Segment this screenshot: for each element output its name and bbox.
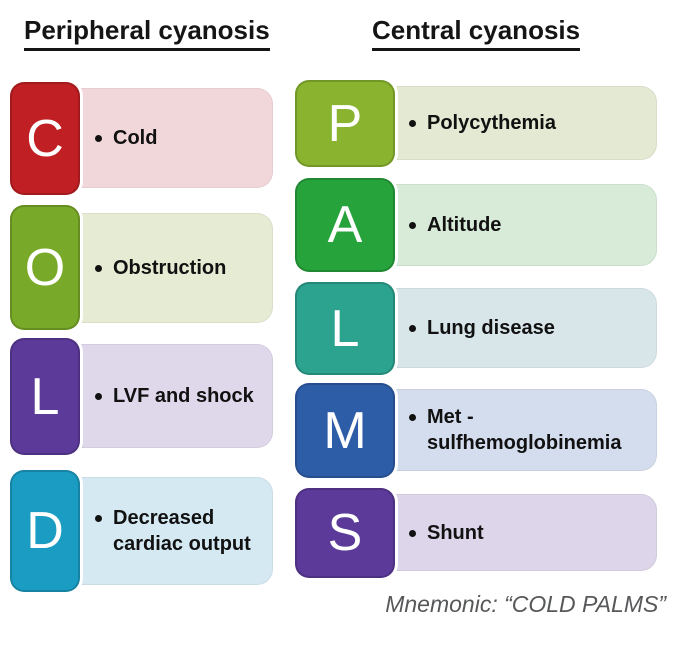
label-altitude: Altitude: [427, 214, 502, 236]
letter-p: P: [327, 94, 363, 153]
bullet-icon: [409, 529, 416, 537]
pill-lvf-and-shock: LVF and shock: [64, 344, 273, 448]
letter-block-l-central: L: [295, 282, 395, 375]
pill-polycythemia: Polycythemia: [378, 86, 657, 160]
label-decreased-cardiac-output: Decreased cardiac output: [113, 507, 251, 555]
letter-block-p: P: [295, 80, 395, 167]
label-lvf-and-shock: LVF and shock: [113, 385, 254, 407]
letter-a: A: [327, 196, 363, 254]
letter-c: C: [26, 109, 64, 168]
bullet-icon: [95, 393, 102, 400]
letter-block-d: D: [10, 470, 80, 592]
letter-d: D: [26, 502, 64, 560]
bullet-icon: [95, 265, 102, 272]
letter-m: M: [323, 401, 367, 460]
letter-o: O: [24, 238, 66, 297]
bullet-icon: [95, 135, 102, 142]
bullet-icon: [409, 414, 416, 421]
label-cold: Cold: [113, 127, 158, 149]
letter-s: S: [327, 504, 363, 562]
pill-met-sulfhemoglobinemia: Met - sulfhemoglobinemia: [378, 389, 657, 471]
letter-l: L: [30, 367, 60, 426]
letter-l-central: L: [330, 299, 360, 358]
pill-shunt: Shunt: [378, 494, 657, 571]
pill-cold: Cold: [64, 88, 273, 188]
central-cyanosis-title: Central cyanosis: [372, 15, 581, 51]
letter-block-s: S: [295, 488, 395, 578]
label-met-sulfhemoglobinemia: Met - sulfhemoglobinemia: [427, 406, 622, 454]
letter-block-c: C: [10, 82, 80, 195]
pill-altitude: Altitude: [378, 184, 657, 266]
peripheral-cyanosis-title: Peripheral cyanosis: [24, 15, 270, 51]
bullet-icon: [409, 325, 416, 332]
letter-block-m: M: [295, 383, 395, 478]
letter-block-l: L: [10, 338, 80, 455]
mnemonic-caption: Mnemonic: “COLD PALMS”: [385, 591, 666, 617]
pill-obstruction: Obstruction: [64, 213, 273, 323]
bullet-icon: [409, 120, 416, 127]
label-obstruction: Obstruction: [113, 257, 227, 279]
pill-decreased-cardiac-output: Decreased cardiac output: [64, 477, 273, 585]
letter-block-a: A: [295, 178, 395, 272]
label-polycythemia: Polycythemia: [427, 112, 556, 134]
label-lung-disease: Lung disease: [427, 317, 555, 339]
bullet-icon: [409, 222, 416, 229]
letter-block-o: O: [10, 205, 80, 330]
label-shunt: Shunt: [427, 521, 484, 544]
bullet-icon: [95, 515, 102, 522]
pill-lung-disease: Lung disease: [378, 288, 657, 368]
